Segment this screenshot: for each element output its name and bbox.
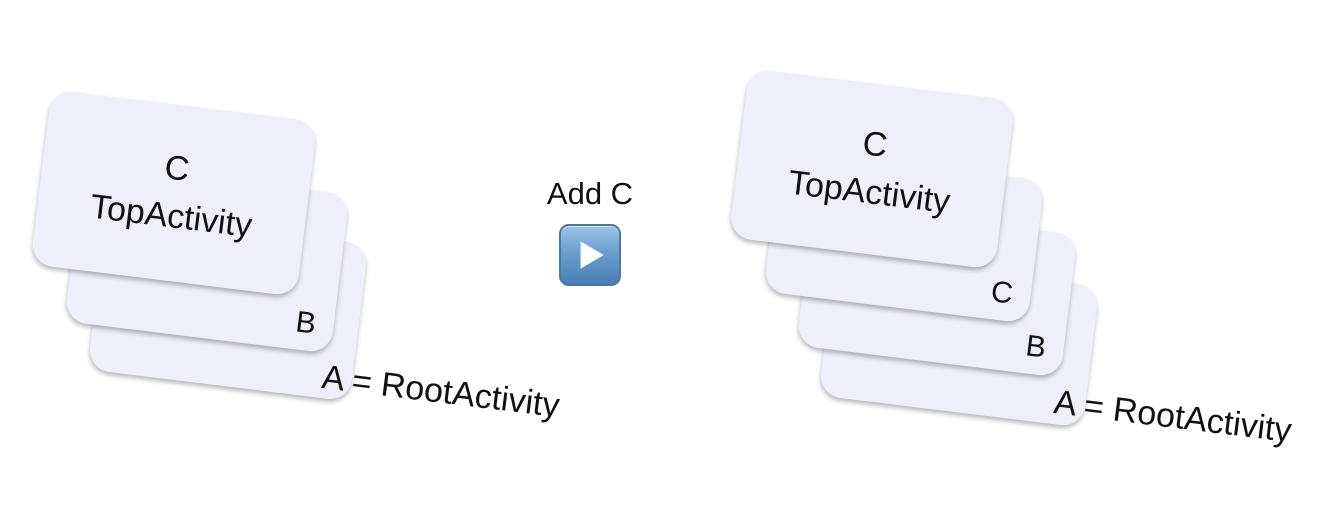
after-card-c-second-label: C <box>989 275 1015 311</box>
action-add-c: Add C <box>520 176 660 286</box>
before-card-a-role: = RootActivity <box>349 361 562 425</box>
before-card-c: C TopActivity <box>30 89 318 297</box>
before-card-c-title: C TopActivity <box>35 129 313 256</box>
action-label: Add C <box>546 176 634 211</box>
after-card-a-role: = RootActivity <box>1081 386 1294 450</box>
after-card-c-top-title: C TopActivity <box>733 105 1011 232</box>
after-card-a-label: A <box>1051 383 1078 424</box>
before-root-label: A = RootActivity <box>320 358 562 426</box>
before-card-a-label: A <box>319 358 346 399</box>
after-card-b-label: B <box>1023 329 1048 365</box>
play-icon <box>559 224 621 286</box>
after-root-label: A = RootActivity <box>1052 383 1294 451</box>
after-card-c-top: C TopActivity <box>728 68 1016 270</box>
before-card-b-label: B <box>293 305 318 341</box>
